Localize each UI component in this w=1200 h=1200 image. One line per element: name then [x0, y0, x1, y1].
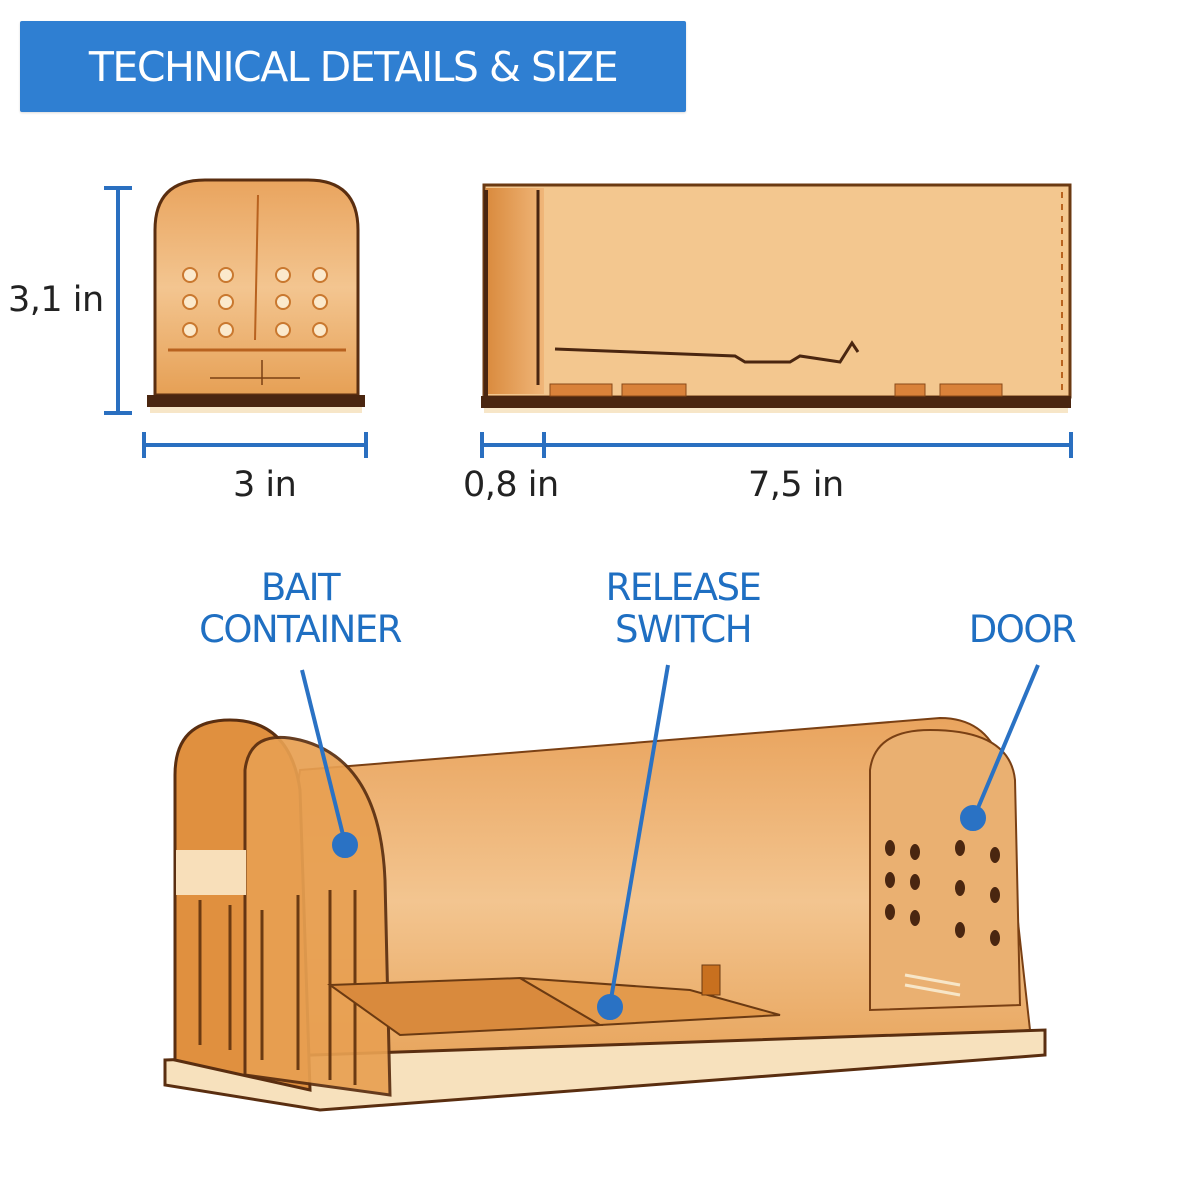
callout-door: DOOR [952, 609, 1092, 651]
callout-leader-lines [300, 664, 1040, 1020]
callout-bait-container: BAIT CONTAINER [178, 567, 422, 651]
main-length-label: 7,5 in [748, 465, 844, 505]
callout-release-line1: RELEASE [605, 566, 762, 609]
width-label: 3 in [233, 465, 297, 505]
perspective-view-trap [163, 716, 1047, 1112]
side-view-trap [481, 183, 1072, 413]
callout-bait-line1: BAIT [260, 566, 341, 609]
banner-title: TECHNICAL DETAILS & SIZE [88, 43, 619, 91]
bait-section-length-label: 0,8 in [463, 465, 559, 505]
length-dimension-line [480, 432, 1073, 458]
callout-release-switch: RELEASE SWITCH [588, 567, 778, 651]
callout-door-line1: DOOR [968, 608, 1077, 651]
height-label: 3,1 in [8, 280, 104, 320]
title-banner: TECHNICAL DETAILS & SIZE [20, 21, 686, 112]
callout-bait-line2: CONTAINER [199, 608, 402, 651]
width-dimension-line [142, 432, 368, 458]
callout-release-line2: SWITCH [614, 608, 753, 651]
front-view-trap [147, 178, 365, 413]
height-dimension-line [104, 186, 132, 415]
